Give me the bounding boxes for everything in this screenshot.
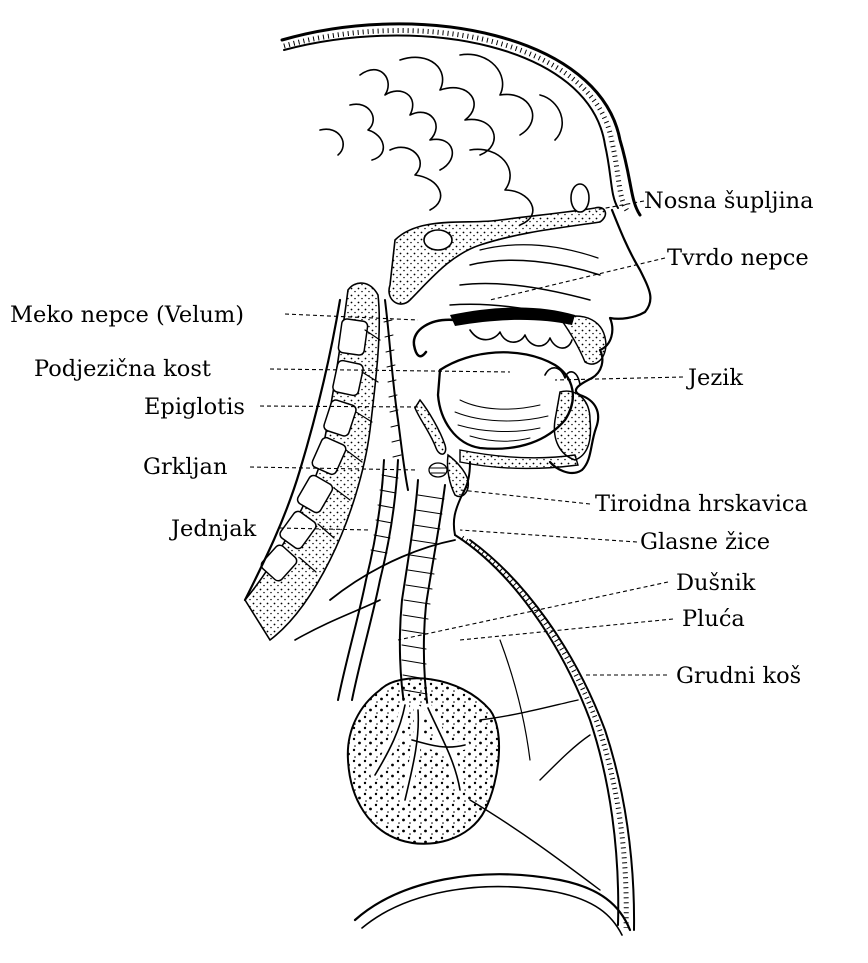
skull [282, 24, 640, 215]
diaphragm-inner [362, 887, 622, 935]
tongue [438, 352, 573, 448]
label-epiglotis: Epiglotis [144, 394, 245, 420]
nasal-turbinates [450, 245, 600, 318]
brain [320, 54, 562, 225]
label-meko-nepce: Meko nepce (Velum) [10, 302, 244, 328]
label-glasne-zice: Glasne žice [640, 529, 770, 555]
skull-base [389, 184, 605, 304]
label-jezik: Jezik [686, 365, 743, 391]
label-tvrdo-nepce: Tvrdo nepce [667, 245, 809, 271]
label-nosna-supljina: Nosna šupljina [644, 188, 814, 214]
label-grudni-kos: Grudni koš [676, 663, 801, 689]
hard-palate [450, 308, 580, 386]
label-podjezicna-kost: Podjezična kost [34, 356, 211, 382]
cervical-spine [245, 283, 380, 640]
hyoid-region [460, 450, 578, 468]
pharynx [384, 300, 408, 490]
soft-palate [414, 320, 455, 356]
leader-lines [250, 201, 683, 675]
label-jednjak: Jednjak [169, 516, 257, 542]
label-pluca: Pluća [682, 606, 745, 632]
lung [348, 678, 499, 843]
label-tiroidna-hrskavica: Tiroidna hrskavica [595, 491, 808, 517]
label-grkljan: Grkljan [143, 454, 227, 480]
label-dusnik: Dušnik [676, 570, 756, 596]
trachea [400, 480, 445, 710]
